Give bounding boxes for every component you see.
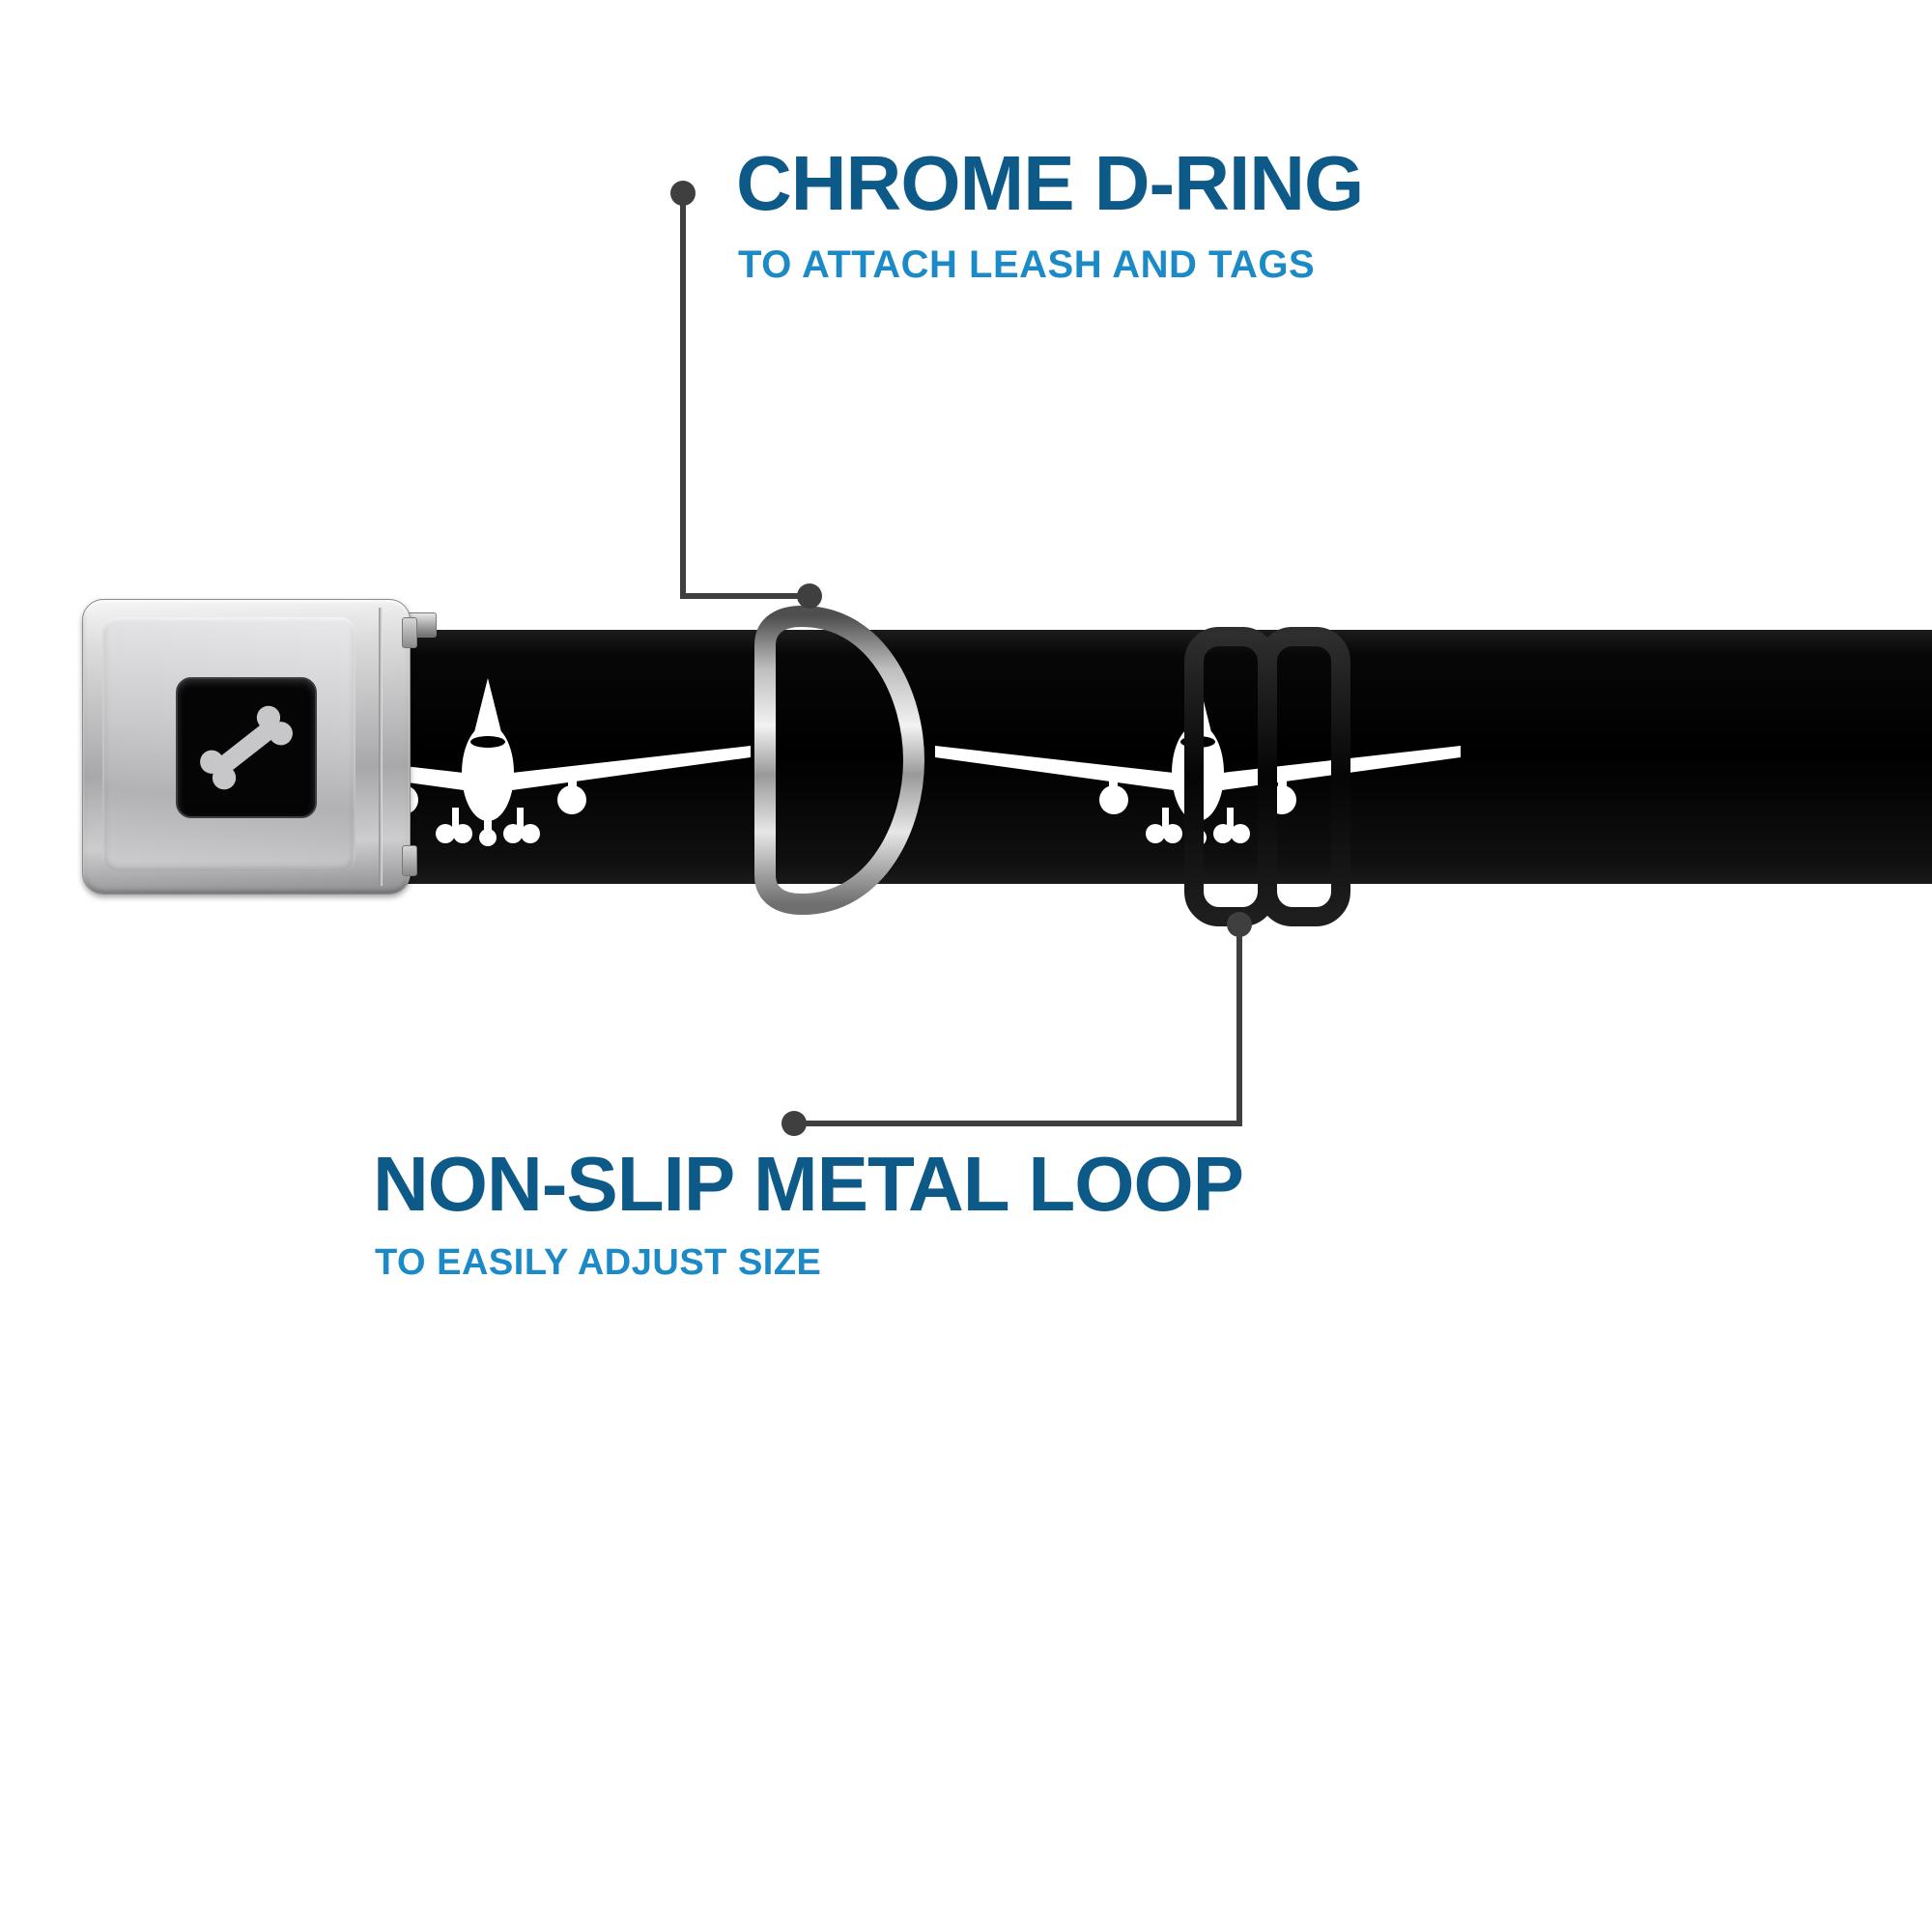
callout-line	[1236, 924, 1242, 1123]
metal-loop-icon	[1184, 627, 1350, 926]
buckle-clip-tab	[402, 845, 417, 876]
seatbelt-buckle	[82, 599, 417, 895]
callout-line	[794, 1121, 1242, 1126]
dog-bone-icon	[200, 705, 293, 790]
callout-dot	[797, 583, 822, 609]
collar-strap	[384, 630, 1932, 884]
buckle-clip-tab	[402, 617, 417, 648]
callout-title: NON-SLIP METAL LOOP	[373, 1141, 1244, 1227]
buckle-logo-square	[176, 677, 317, 818]
d-ring-icon	[754, 606, 924, 915]
callout-dot	[781, 1111, 807, 1136]
callout-subtitle: TO ATTACH LEASH AND TAGS	[738, 243, 1316, 286]
buckle-seam	[379, 608, 383, 886]
callout-subtitle: TO EASILY ADJUST SIZE	[375, 1242, 822, 1283]
callout-line	[680, 593, 815, 599]
callout-line	[680, 193, 686, 597]
callout-title: CHROME D-RING	[736, 140, 1364, 226]
